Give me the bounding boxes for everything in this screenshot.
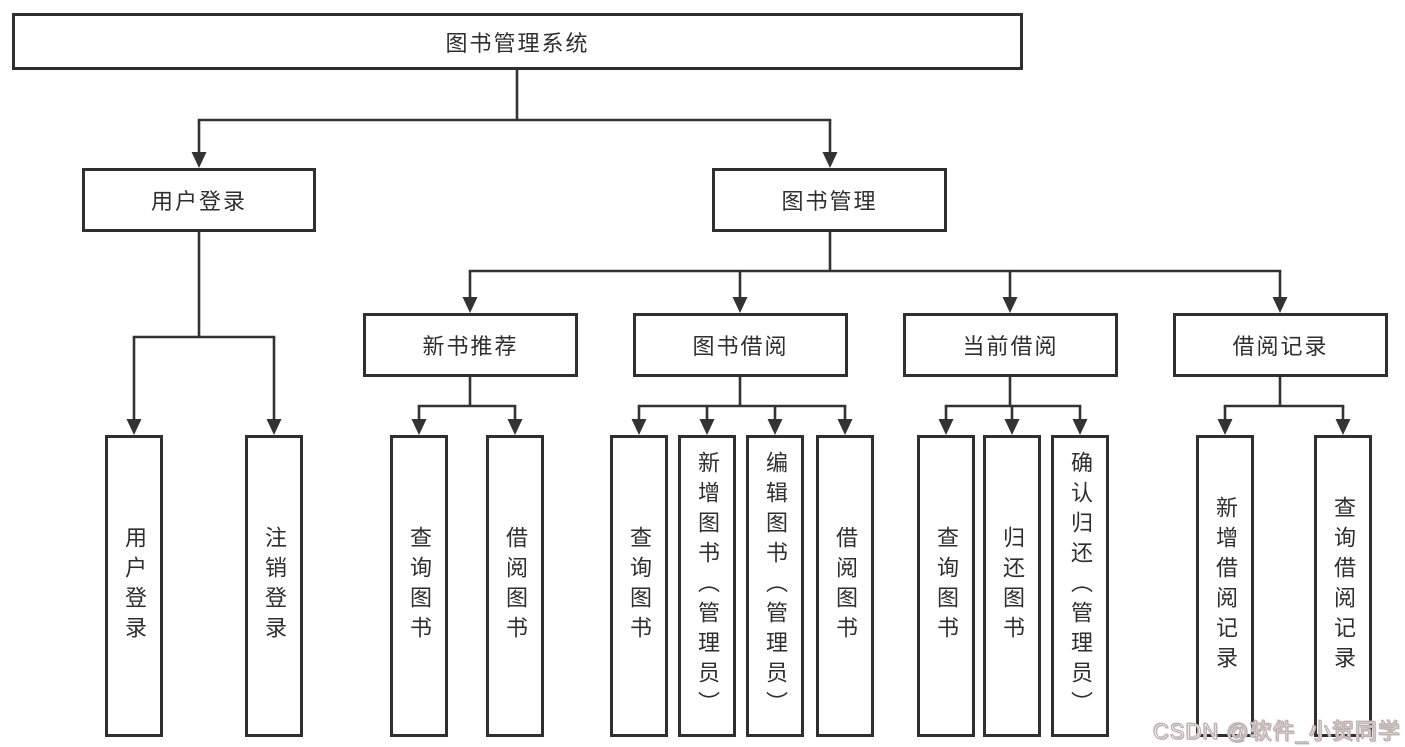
node-current-borrowing: 当前借阅 xyxy=(903,313,1118,377)
leaf-label: 确认归还（管理员） xyxy=(1068,451,1093,721)
leaf-label: 查询图书 xyxy=(407,526,432,646)
leaf-label: 新增图书（管理员） xyxy=(695,451,720,721)
leaf-edit-book-admin: 编辑图书（管理员） xyxy=(746,435,804,737)
leaf-add-book-admin: 新增图书（管理员） xyxy=(678,435,736,737)
node-label: 新书推荐 xyxy=(422,334,519,359)
node-borrowing-records: 借阅记录 xyxy=(1173,313,1388,377)
leaf-label: 查询图书 xyxy=(934,526,959,646)
leaf-label: 注销登录 xyxy=(262,526,287,646)
leaf-confirm-return-admin: 确认归还（管理员） xyxy=(1051,435,1109,737)
leaf-query-book-2: 查询图书 xyxy=(610,435,668,737)
node-book-management: 图书管理 xyxy=(712,168,947,232)
leaf-label: 编辑图书（管理员） xyxy=(763,451,788,721)
leaf-user-login: 用户登录 xyxy=(105,435,163,737)
leaf-label: 归还图书 xyxy=(1000,526,1025,646)
leaf-label: 查询图书 xyxy=(627,526,652,646)
leaf-query-book-1: 查询图书 xyxy=(390,435,448,737)
leaf-label: 借阅图书 xyxy=(503,526,528,646)
node-label: 图书借阅 xyxy=(692,334,789,359)
node-new-book-recommendation: 新书推荐 xyxy=(363,313,578,377)
leaf-borrow-book-2: 借阅图书 xyxy=(816,435,874,737)
leaf-logout: 注销登录 xyxy=(245,435,303,737)
node-library-management-system: 图书管理系统 xyxy=(12,13,1023,70)
node-label: 当前借阅 xyxy=(962,334,1059,359)
leaf-label: 借阅图书 xyxy=(833,526,858,646)
node-user-login: 用户登录 xyxy=(82,168,316,232)
leaf-return-book: 归还图书 xyxy=(983,435,1041,737)
leaf-borrow-book-1: 借阅图书 xyxy=(486,435,544,737)
leaf-label: 查询借阅记录 xyxy=(1331,496,1356,676)
leaf-label: 用户登录 xyxy=(122,526,147,646)
node-label: 借阅记录 xyxy=(1232,334,1329,359)
leaf-label: 新增借阅记录 xyxy=(1213,496,1238,676)
node-label: 用户登录 xyxy=(150,189,247,214)
node-book-borrowing: 图书借阅 xyxy=(633,313,848,377)
node-label: 图书管理 xyxy=(781,189,878,214)
leaf-query-borrow-record: 查询借阅记录 xyxy=(1314,435,1372,737)
leaf-add-borrow-record: 新增借阅记录 xyxy=(1196,435,1254,737)
csdn-watermark: CSDN @软件_小贺同学 xyxy=(1152,718,1401,744)
leaf-query-book-3: 查询图书 xyxy=(917,435,975,737)
node-label: 图书管理系统 xyxy=(445,30,590,56)
